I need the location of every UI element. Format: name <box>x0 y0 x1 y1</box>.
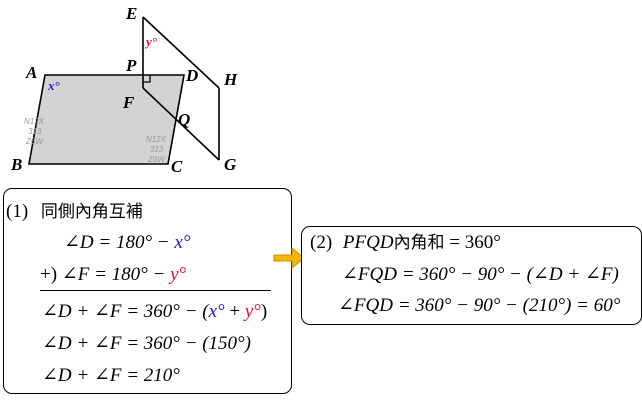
geometry-figure: A B C D E F G H P Q x° y° N12X 313 Z6W N… <box>10 4 238 176</box>
arrow-shape <box>273 246 305 270</box>
eq-1-var-x: x° <box>174 232 191 253</box>
step-2-eq-2: ∠FQD = 360° − 90° − (210°) = 60° <box>338 295 621 316</box>
eq-2-prefix: +) <box>40 264 62 285</box>
step-1-box: (1) 同側內角互補 ∠D = 180° − x° +) ∠F = 180° −… <box>3 188 292 394</box>
label-h: H <box>223 70 238 89</box>
label-e: E <box>125 4 137 23</box>
step-2-box: (2) PFQD內角和 = 360° ∠FQD = 360° − 90° − (… <box>301 226 642 325</box>
eq-3-plus: + <box>224 301 245 322</box>
step-1-eq-2: +) ∠F = 180° − y° <box>40 264 186 286</box>
step-2-heading: (2) PFQD內角和 = 360° <box>310 232 501 254</box>
angle-x-label: x° <box>47 78 61 93</box>
watermark-line-3: Z6W <box>25 137 44 146</box>
watermark-line-6: Z6W <box>147 155 166 164</box>
label-a: A <box>25 63 37 82</box>
label-b: B <box>10 155 22 174</box>
step-1-eq-1: ∠D = 180° − x° <box>64 232 190 254</box>
label-q: Q <box>178 110 190 129</box>
step-2-title-value: = 360° <box>444 232 501 253</box>
segment-gf <box>142 87 220 161</box>
step-1-eq-5: ∠D + ∠F = 210° <box>42 365 180 386</box>
label-c: C <box>171 157 183 176</box>
eq-3-var-x: x° <box>208 301 225 322</box>
eq-2-var-y: y° <box>170 264 187 285</box>
eq-3-close: ) <box>260 301 268 322</box>
eq-3-lhs: ∠D + ∠F = 360° − ( <box>42 301 209 322</box>
step-1-eq-4: ∠D + ∠F = 360° − (150°) <box>42 333 251 354</box>
step-1-eq-3: ∠D + ∠F = 360° − (x° + y°) <box>42 301 267 323</box>
step-2-title-text: 內角和 <box>393 233 445 253</box>
eq-1-lhs: ∠D = 180° − <box>64 232 175 253</box>
step-2-label: (2) <box>310 232 333 253</box>
label-g: G <box>224 155 237 174</box>
step-1-heading: (1) 同側內角互補 <box>6 201 143 223</box>
segment-eh <box>142 16 220 89</box>
watermark-line-5: 313 <box>150 145 164 154</box>
step-2-eq-1: ∠FQD = 360° − 90° − (∠D + ∠F) <box>342 264 619 285</box>
eq-2-lhs: ∠F = 180° − <box>61 264 171 285</box>
label-f: F <box>122 93 135 112</box>
label-d: D <box>185 66 198 85</box>
watermark-line-2: 313 <box>28 127 42 136</box>
watermark-line-4: N12X <box>146 135 167 144</box>
eq-3-var-y: y° <box>244 301 261 322</box>
label-p: P <box>125 56 137 75</box>
arrow-icon <box>273 246 305 270</box>
watermark-line-1: N12X <box>24 117 45 126</box>
step-2-title-var: PFQD <box>342 232 394 253</box>
step-1-title: 同側內角互補 <box>40 202 143 222</box>
right-angle-mark <box>143 75 151 83</box>
sum-rule <box>40 290 271 291</box>
parallelogram-abcd <box>28 74 185 165</box>
step-1-label: (1) <box>6 201 29 222</box>
angle-y-label: y° <box>144 34 158 49</box>
